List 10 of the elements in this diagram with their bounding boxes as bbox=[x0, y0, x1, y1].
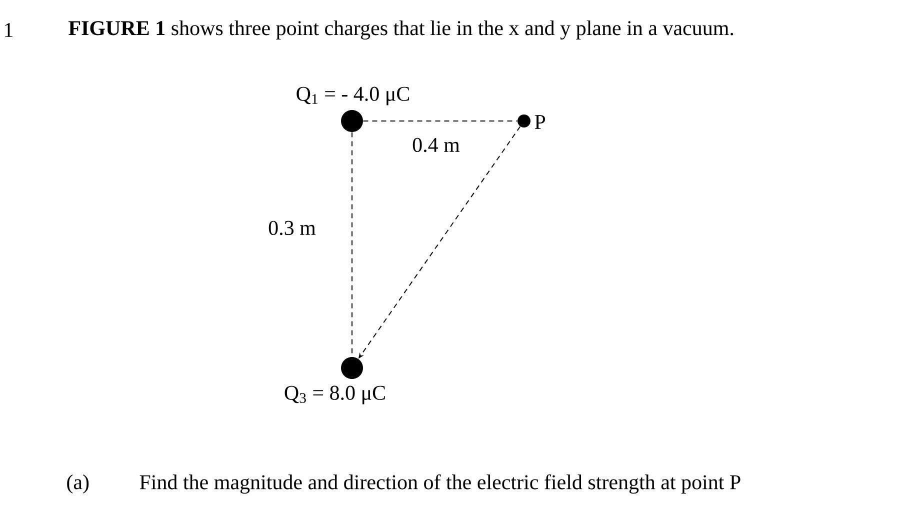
charge-label: Q$_{1}$ = - 4.0 μC bbox=[296, 86, 409, 106]
question-number: 1 bbox=[5, 23, 12, 37]
distance-label: 0.4 m bbox=[412, 138, 460, 152]
dashed-line bbox=[362, 120, 518, 122]
charge-label: Q$_{3}$ = 8.0 μC bbox=[284, 386, 385, 404]
question-text: FIGURE 1 shows three point charges that lie in the x and y plane in a vacuum. bbox=[68, 20, 734, 40]
charge-label: P bbox=[534, 115, 546, 129]
part-label: (a) bbox=[67, 474, 89, 494]
question-text: Find the magnitude and direction of the electric field strength at point P bbox=[140, 474, 740, 494]
distance-label: 0.3 m bbox=[268, 220, 316, 236]
